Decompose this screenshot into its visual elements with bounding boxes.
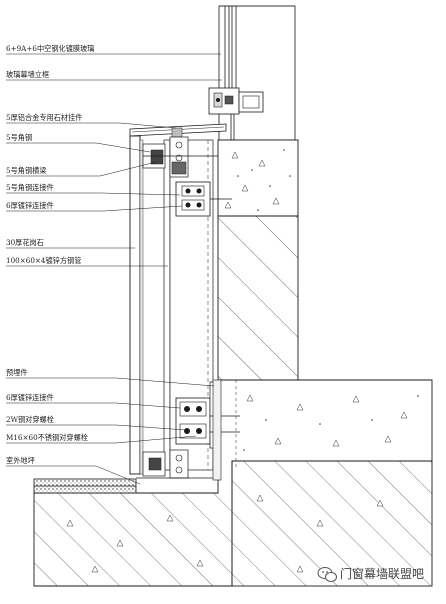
label-angle-steel-beam: 5号角钢横梁 <box>6 166 47 175</box>
label-granite: 30厚花岗石 <box>6 238 44 247</box>
masonry-wall <box>217 215 299 381</box>
label-embedded-part: 预埋件 <box>6 368 28 377</box>
outdoor-ground-gravel <box>33 478 137 494</box>
angle-steel-bracket-bottom <box>136 449 218 479</box>
label-outdoor-ground: 室外地坪 <box>6 456 35 465</box>
label-square-steel-tube: 100×60×4镀锌方钢管 <box>6 256 81 265</box>
stone-coping <box>129 123 227 138</box>
label-through-bolt: 2W钢对穿螺栓 <box>6 415 54 424</box>
glass-mullion-frame <box>208 87 264 140</box>
foundation-hatch <box>34 460 433 587</box>
wechat-icon <box>317 567 337 582</box>
label-insulated-glass: 6+9A+6中空钢化镀膜玻璃 <box>6 44 94 53</box>
label-angle-steel-connector: 5号角钢连接件 <box>6 183 54 192</box>
label-stone-hanger: 5厚铝合金专用石材挂件 <box>6 113 82 122</box>
granite-cladding-panel <box>129 135 144 475</box>
angle-steel-bracket-top <box>142 136 218 178</box>
concrete-wall <box>217 139 299 217</box>
embedded-plate <box>212 379 237 481</box>
steel-connector-upper <box>175 181 232 217</box>
label-galvanized-connector-upper: 6厚镀锌连接件 <box>6 201 54 210</box>
label-angle-steel: 5号角钢 <box>6 133 32 142</box>
label-galvanized-connector-lower: 6厚镀锌连接件 <box>6 393 54 402</box>
label-stainless-bolt: M16×60不锈钢对穿螺栓 <box>6 433 88 442</box>
label-glass-mullion: 玻璃幕墙立框 <box>6 70 49 79</box>
leader-lines <box>6 53 222 485</box>
watermark: 门窗幕墙联盟吧 <box>317 566 424 582</box>
callout-labels: 6+9A+6中空钢化镀膜玻璃 玻璃幕墙立框 5厚铝合金专用石材挂件 5号角钢 5… <box>6 44 94 465</box>
glass-curtain-wall <box>218 5 296 141</box>
watermark-text: 门窗幕墙联盟吧 <box>340 566 424 581</box>
